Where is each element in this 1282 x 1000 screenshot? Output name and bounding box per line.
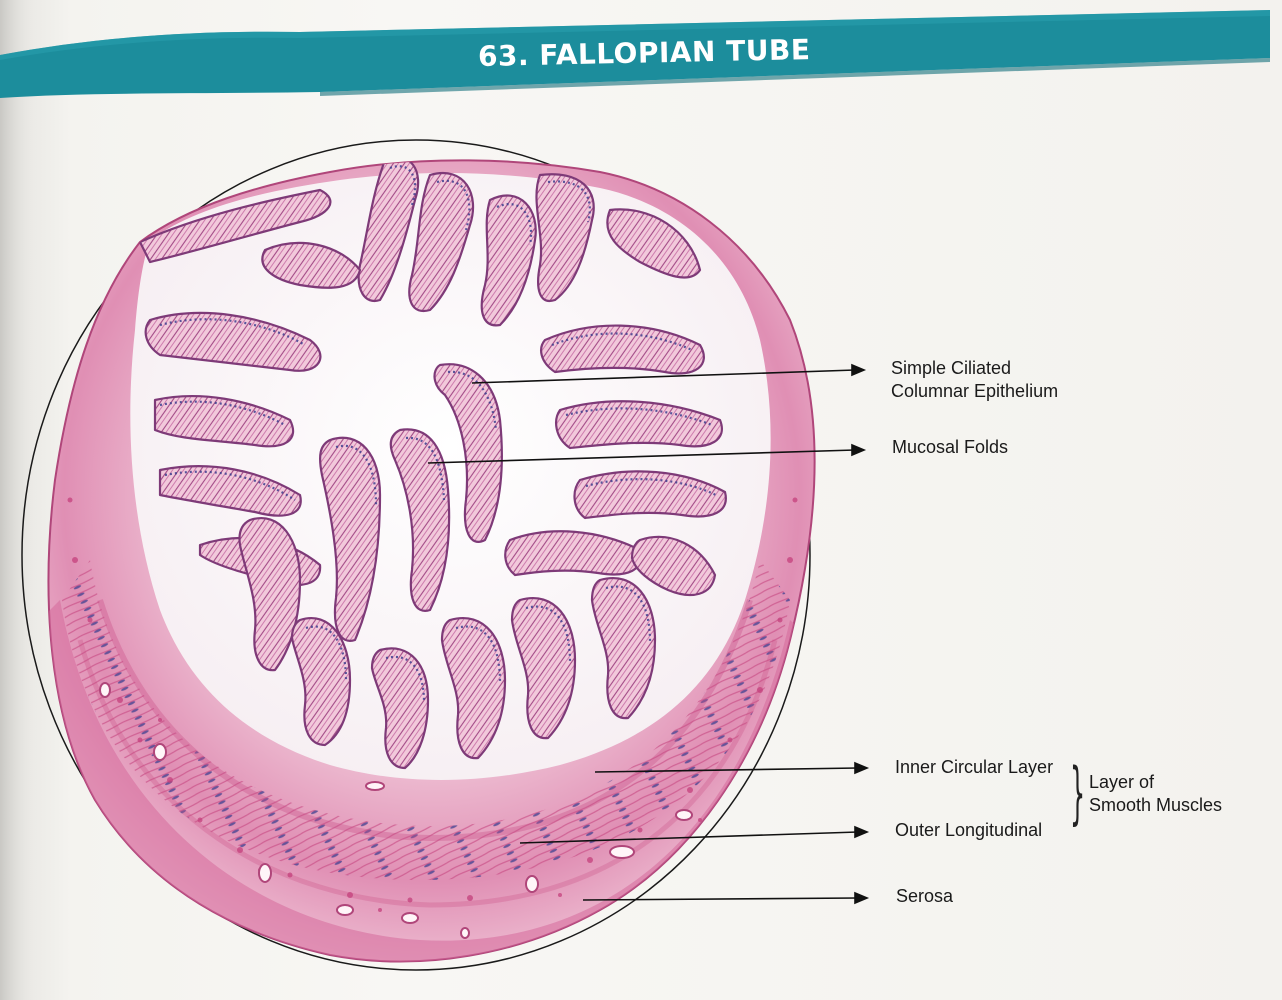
label-outer-longitudinal: Outer Longitudinal <box>895 820 1043 840</box>
arrowhead-icon <box>854 825 870 839</box>
label-inner-circular-layer: Inner Circular Layer <box>895 757 1054 777</box>
label-layer-of-smooth-muscles: Layer of Smooth Muscles <box>1089 771 1222 817</box>
title-banner <box>0 10 1270 98</box>
label-line: Columnar Epithelium <box>891 381 1059 401</box>
arrowhead-icon <box>854 891 870 905</box>
leader-epithelium <box>471 369 856 384</box>
label-line: Layer of <box>1089 772 1155 792</box>
leader-mucosal-folds <box>427 449 856 464</box>
epithelial-nuclei <box>159 165 719 703</box>
field-of-view-circle <box>21 139 811 971</box>
outer-longitudinal-layer <box>48 600 812 962</box>
arrowhead-icon <box>851 363 867 377</box>
curly-brace-icon: } <box>1070 754 1086 833</box>
label-line: Smooth Muscles <box>1089 795 1223 815</box>
label-mucosal-folds: Mucosal Folds <box>892 437 1009 457</box>
muscle-nuclei <box>67 497 798 912</box>
arrowhead-icon <box>854 761 870 775</box>
label-simple-ciliated-columnar-epithelium: Simple Ciliated Columnar Epithelium <box>891 357 1058 403</box>
leader-serosa <box>582 897 859 901</box>
arrowhead-icon <box>851 443 867 457</box>
label-serosa: Serosa <box>896 886 954 906</box>
leader-outer-longitudinal <box>519 831 859 844</box>
inner-circular-layer <box>62 560 790 880</box>
leader-inner-circular <box>594 767 859 773</box>
mucosal-folds <box>138 160 727 770</box>
leader-lines <box>427 363 870 905</box>
label-line: Simple Ciliated <box>891 358 1012 378</box>
